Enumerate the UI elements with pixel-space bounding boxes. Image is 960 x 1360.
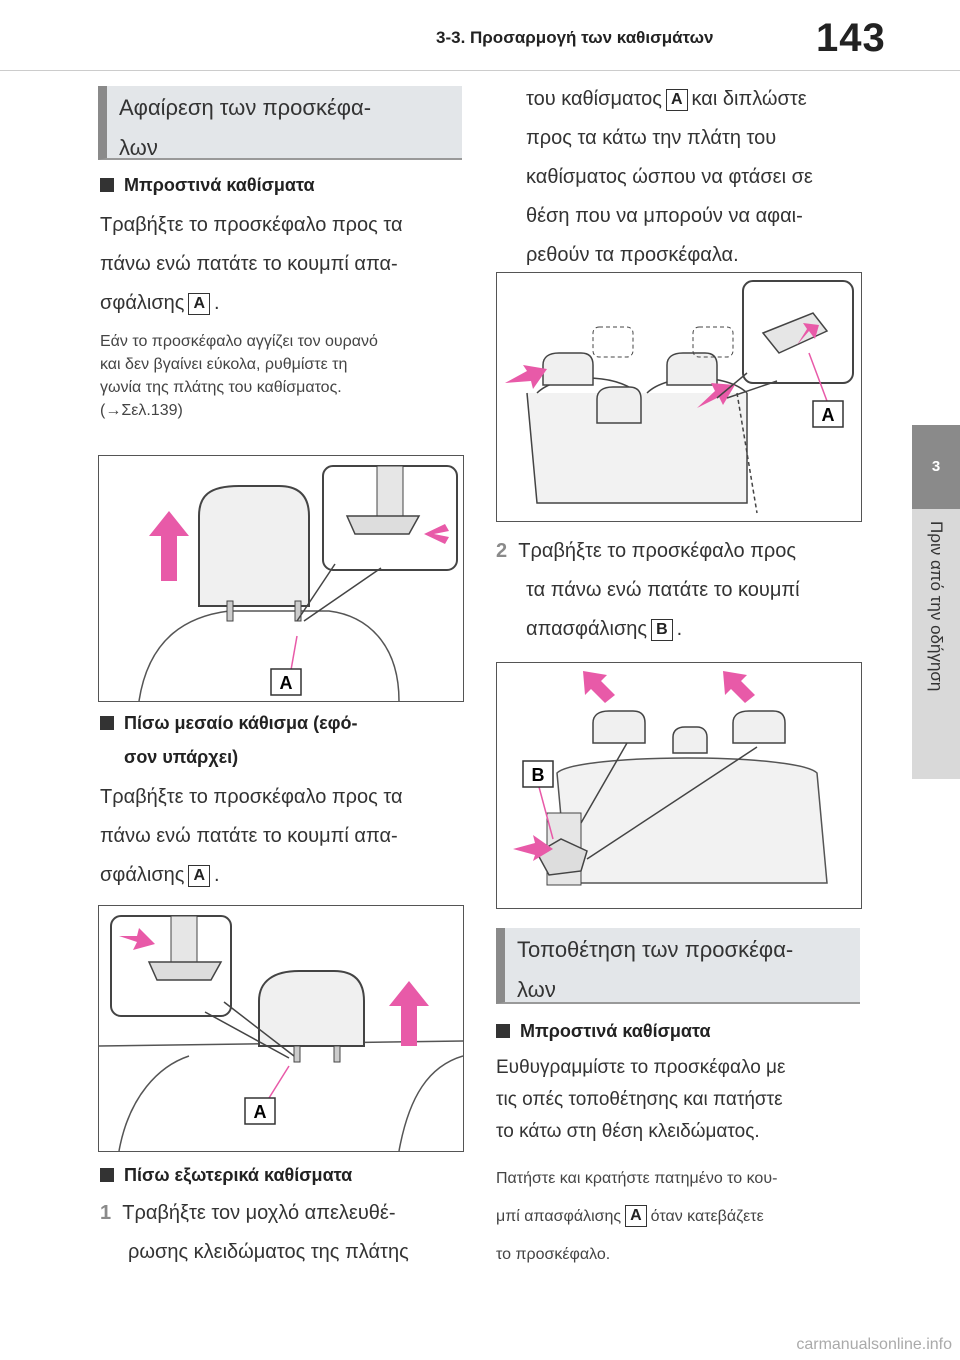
- chapter-tab-number[interactable]: 3: [912, 425, 960, 509]
- label-a: A: [188, 865, 210, 887]
- square-bullet-icon: [100, 178, 114, 192]
- note-install: Πατήστε και κρατήστε πατημένο το κου- μπ…: [496, 1170, 778, 1263]
- step-1: 1 Τραβήξτε τον μοχλό απελευθέ- ρωσης κλε…: [100, 1202, 409, 1263]
- step-number: 1: [100, 1202, 112, 1224]
- figure-rear-outer-fold: A: [496, 272, 862, 522]
- figure-label: B: [532, 765, 545, 785]
- chapter-tab[interactable]: Πριν από την οδήγηση: [912, 509, 960, 779]
- subheading-front-seats: Μπροστινά καθίσματα: [100, 168, 315, 202]
- figure-front-headrest: A: [98, 455, 464, 702]
- section-title-install: Τοποθέτηση των προσκέφα- λων: [496, 928, 860, 1004]
- section-title-line: Αφαίρεση των προσκέφα-: [119, 95, 372, 120]
- section-title-line: λων: [517, 977, 556, 1002]
- label-a: A: [625, 1205, 647, 1227]
- label-a: A: [665, 89, 688, 111]
- subheading-rear-outer: Πίσω εξωτερικά καθίσματα: [100, 1158, 352, 1192]
- chapter-tab-label: Πριν από την οδήγηση: [927, 521, 946, 692]
- watermark: carmanualsonline.info: [796, 1336, 952, 1353]
- instruction-install: Ευθυγραμμίστε το προσκέφαλο με τις οπές …: [496, 1057, 786, 1142]
- instruction-rear-middle: Τραβήξτε το προσκέφαλο προς τα πάνω ενώ …: [100, 786, 403, 887]
- section-title-remove: Αφαίρεση των προσκέφα- λων: [98, 86, 462, 160]
- square-bullet-icon: [100, 1168, 114, 1182]
- subheading-rear-middle: Πίσω μεσαίο κάθισμα (εφό- σον υπάρχει): [100, 706, 357, 774]
- step-2: 2 Τραβήξτε το προσκέφαλο προς τα πάνω εν…: [496, 540, 800, 641]
- figure-label: A: [822, 405, 835, 425]
- square-bullet-icon: [496, 1024, 510, 1038]
- label-b: B: [651, 619, 673, 641]
- figure-label: A: [254, 1102, 267, 1122]
- header-divider: [0, 70, 960, 71]
- section-title-line: Τοποθέτηση των προσκέφα-: [517, 937, 794, 962]
- section-header-title: 3-3. Προσαρμογή των καθισμάτων: [436, 28, 714, 47]
- subheading-install-front: Μπροστινά καθίσματα: [496, 1014, 711, 1048]
- page-number: 143: [816, 16, 886, 60]
- figure-label: A: [280, 673, 293, 693]
- step-number: 2: [496, 540, 508, 562]
- instruction-front: Τραβήξτε το προσκέφαλο προς τα πάνω ενώ …: [100, 214, 403, 315]
- figure-rear-outer-headrest: B: [496, 662, 862, 909]
- label-a: A: [188, 293, 210, 315]
- note-front: Εάν το προσκέφαλο αγγίζει τον ουρανό και…: [100, 333, 378, 419]
- figure-rear-middle-headrest: A: [98, 905, 464, 1152]
- section-title-line: λων: [119, 135, 158, 160]
- square-bullet-icon: [100, 716, 114, 730]
